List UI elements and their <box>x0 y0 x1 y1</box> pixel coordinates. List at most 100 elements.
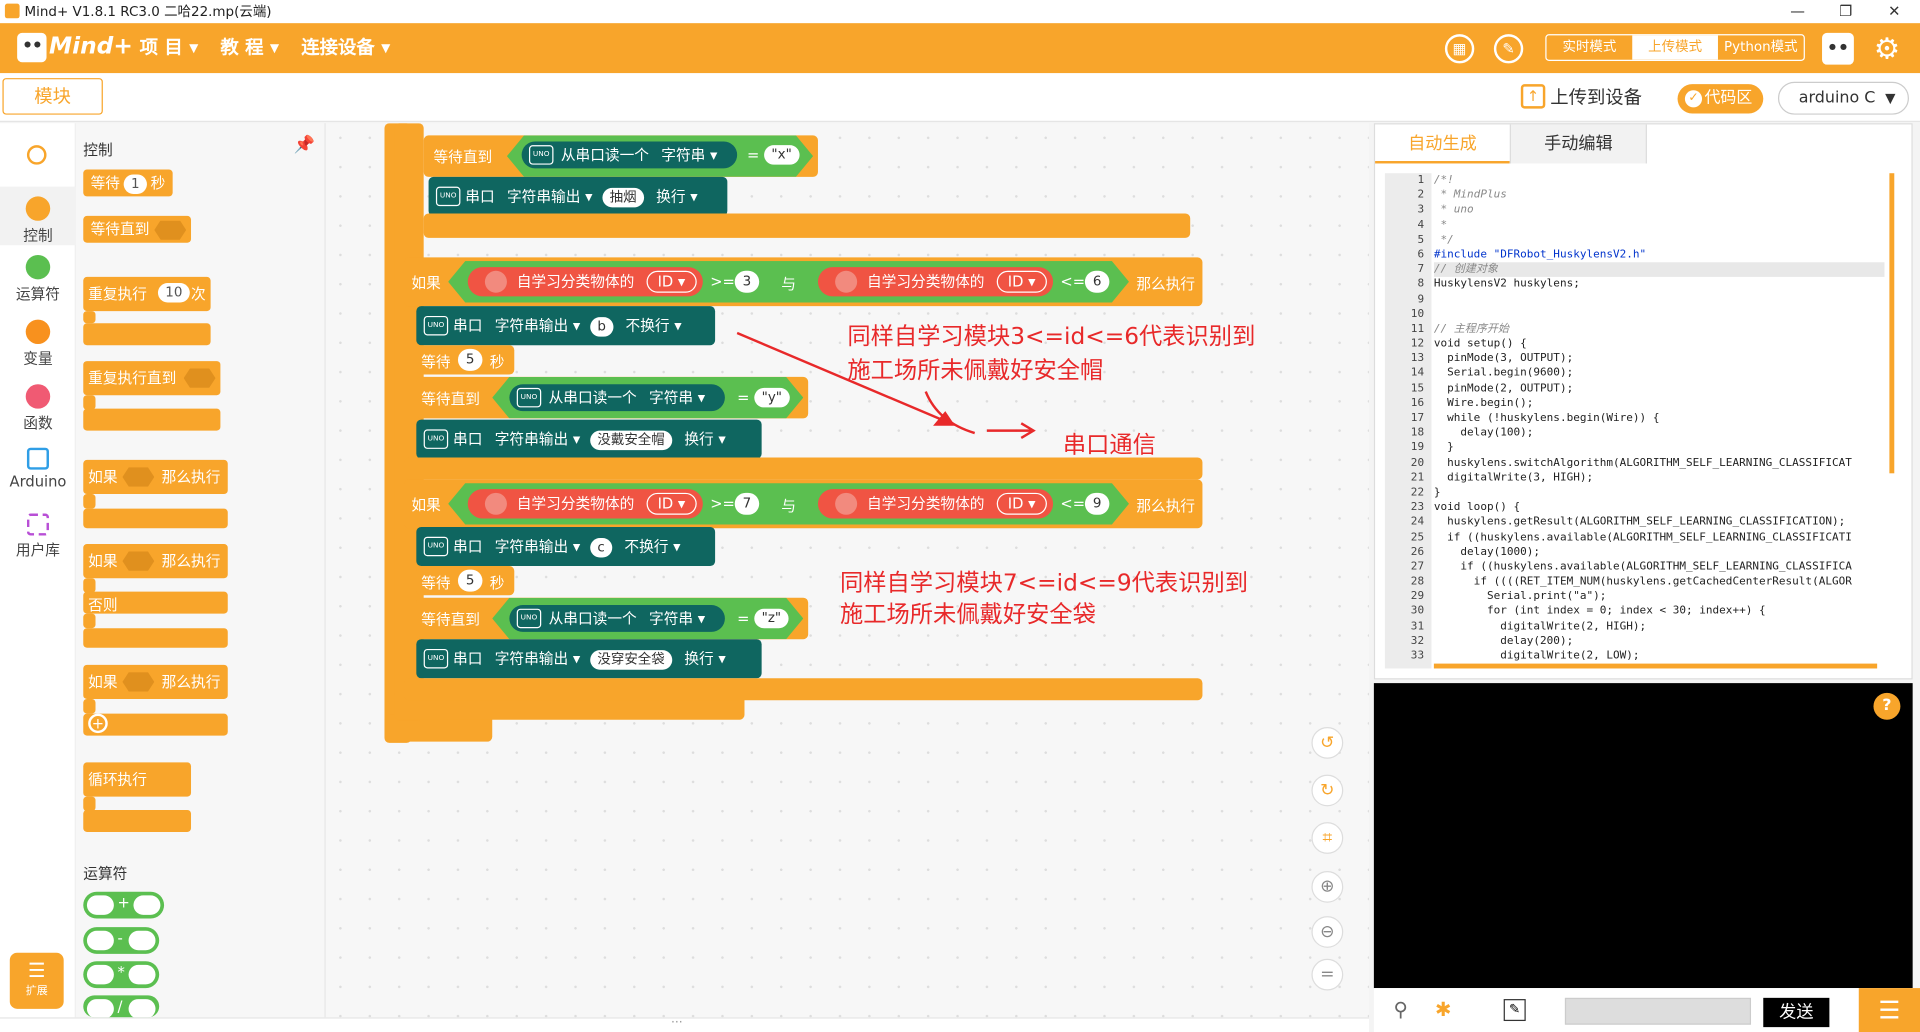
code-area-toggle[interactable]: ✓ 代码区 <box>1677 84 1764 114</box>
output-dropdown[interactable]: 字符串输出 ▾ <box>494 650 581 668</box>
palette-if-add-block[interactable] <box>83 664 228 699</box>
tab-manual-edit[interactable]: 手动编辑 <box>1509 124 1647 164</box>
palette-add-block[interactable]: + <box>83 891 165 919</box>
id-dropdown[interactable]: ID ▾ <box>996 270 1047 293</box>
add-branch-icon[interactable]: + <box>88 713 108 734</box>
compare-number[interactable]: 3 <box>734 270 760 293</box>
workspace-horizontal-scrollbar[interactable]: ··· <box>0 1016 1369 1032</box>
zoom-out-icon[interactable]: ⊖ <box>1311 916 1344 948</box>
minimize-button[interactable]: — <box>1790 2 1805 20</box>
category-arduino[interactable]: Arduino <box>0 447 76 490</box>
output-dropdown[interactable]: 字符串输出 ▾ <box>494 317 581 335</box>
code-editor[interactable]: /*! * MindPlus * uno * */#include "DFRob… <box>1433 173 1885 669</box>
category-variables[interactable]: 变量 <box>0 319 76 369</box>
compare-value[interactable]: "y" <box>754 387 790 408</box>
output-dropdown[interactable]: 字符串输出 ▾ <box>506 187 593 205</box>
code-vscroll-thumb[interactable] <box>1889 173 1895 474</box>
menu-project[interactable]: 项 目 ▾ <box>139 36 199 59</box>
upload-button[interactable]: ↑ 上传到设备 <box>1520 83 1642 112</box>
string-value[interactable]: 抽烟 <box>602 187 644 208</box>
mode-python[interactable]: Python模式 <box>1723 39 1798 55</box>
course-icon[interactable]: ▦ <box>1444 34 1475 64</box>
settings-gear-icon[interactable]: ⚙ <box>1873 31 1901 66</box>
palette-if-block[interactable] <box>83 459 228 495</box>
repeat-value[interactable]: 10 <box>157 283 190 303</box>
palette-loop-block[interactable] <box>83 762 192 797</box>
output-dropdown[interactable]: 字符串输出 ▾ <box>494 430 581 448</box>
palette-if-else-block[interactable] <box>83 544 228 579</box>
string-value[interactable]: b <box>590 317 614 337</box>
blocks-tab[interactable]: 模块 <box>2 78 103 115</box>
category-operators[interactable]: 运算符 <box>0 254 76 304</box>
string-value[interactable]: c <box>590 537 613 558</box>
palette-subtract-block[interactable]: - <box>83 927 160 954</box>
serial-send-input[interactable] <box>1564 997 1752 1025</box>
usb-icon[interactable]: ⚲ <box>1393 997 1408 1022</box>
crop-icon[interactable]: ⌗ <box>1311 822 1344 854</box>
category-control[interactable]: 控制 <box>0 186 76 246</box>
tab-auto-generate[interactable]: 自动生成 <box>1375 124 1510 164</box>
zoom-reset-icon[interactable]: = <box>1311 958 1344 991</box>
compare-value[interactable]: "x" <box>764 145 800 165</box>
wait-value[interactable]: 5 <box>457 569 483 592</box>
restore-button[interactable]: ❐ <box>1839 2 1853 20</box>
extension-button[interactable]: ☰ 扩展 <box>9 952 64 1009</box>
code-hscroll-thumb[interactable] <box>1433 663 1878 669</box>
category-functions[interactable]: 函数 <box>0 384 76 433</box>
id-dropdown[interactable]: ID ▾ <box>646 270 697 293</box>
string-dropdown[interactable]: 字符串 ▾ <box>661 146 718 164</box>
category-user-library[interactable]: 用户库 <box>0 513 76 560</box>
palette-multiply-block[interactable]: * <box>83 961 160 989</box>
mode-realtime[interactable]: 实时模式 <box>1562 39 1617 55</box>
wait-value[interactable]: 1 <box>123 174 147 194</box>
compare-number[interactable]: 7 <box>734 492 760 515</box>
palette-divide-block[interactable]: / <box>83 995 160 1018</box>
newline-dropdown[interactable]: 换行 ▾ <box>684 430 726 448</box>
help-icon[interactable]: ? <box>1873 692 1901 720</box>
compare-value[interactable]: "z" <box>754 608 789 629</box>
newline-dropdown[interactable]: 不换行 ▾ <box>625 317 682 335</box>
id-dropdown[interactable]: ID ▾ <box>646 492 697 515</box>
language-select[interactable]: arduino C ▼ <box>1777 81 1909 115</box>
menu-tutorial[interactable]: 教 程 ▾ <box>220 36 280 59</box>
string-value[interactable]: 没穿安全袋 <box>590 650 673 670</box>
id-dropdown[interactable]: ID ▾ <box>996 492 1047 515</box>
undo-icon[interactable]: ↺ <box>1311 727 1344 759</box>
search-icon[interactable] <box>26 145 47 165</box>
palette-wait-until-block[interactable]: 等待直到 <box>83 215 192 243</box>
redo-icon[interactable]: ↻ <box>1311 774 1344 807</box>
serial-menu-icon[interactable]: ☰ <box>1858 988 1920 1032</box>
string-value[interactable]: 没戴安全帽 <box>590 430 673 451</box>
eraser-icon[interactable]: ✎ <box>1503 999 1526 1022</box>
send-button[interactable]: 发送 <box>1763 997 1830 1028</box>
string-dropdown[interactable]: 字符串 ▾ <box>648 609 706 628</box>
robot-avatar-icon[interactable] <box>1822 32 1854 65</box>
scroll-grip[interactable]: ··· <box>671 1016 683 1030</box>
mode-upload[interactable]: 上传模式 <box>1632 35 1718 60</box>
clear-icon[interactable]: ✱ <box>1435 997 1452 1022</box>
pin-icon[interactable]: 📌 <box>293 135 316 155</box>
output-dropdown[interactable]: 字符串输出 ▾ <box>494 537 581 556</box>
edit-icon[interactable]: ✎ <box>1493 34 1524 64</box>
zoom-in-icon[interactable]: ⊕ <box>1311 870 1344 903</box>
wait-value[interactable]: 5 <box>457 348 483 371</box>
newline-dropdown[interactable]: 不换行 ▾ <box>624 537 681 556</box>
newline-dropdown[interactable]: 换行 ▾ <box>656 187 698 205</box>
close-button[interactable]: ✕ <box>1888 2 1901 20</box>
compare-number[interactable]: 9 <box>1084 492 1110 515</box>
menu-connect-device[interactable]: 连接设备 ▾ <box>301 36 391 59</box>
compare-number[interactable]: 6 <box>1084 270 1110 293</box>
